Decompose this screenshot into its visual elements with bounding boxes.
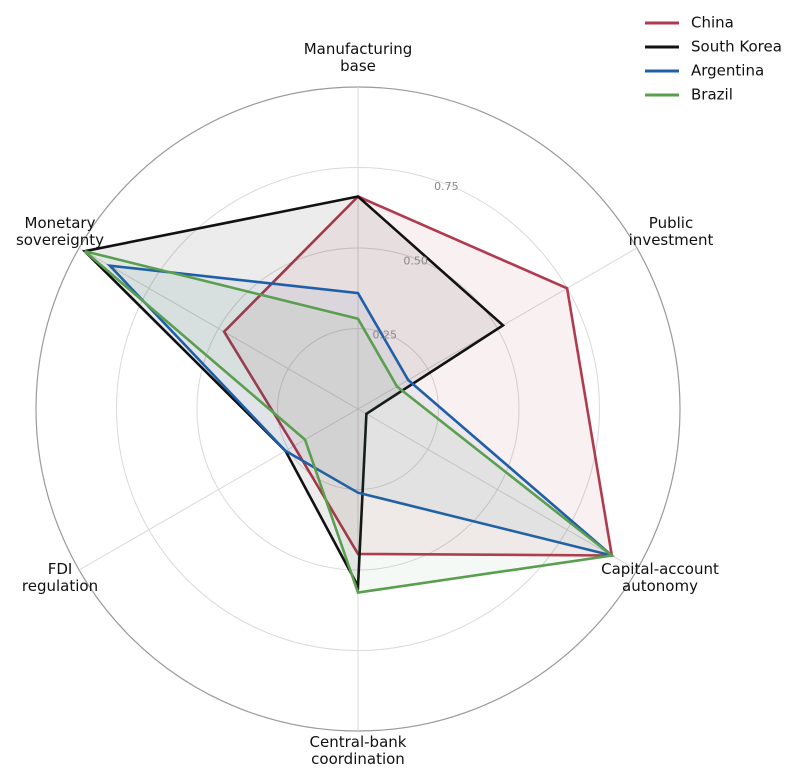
radial-ticks: 0.25 0.50 0.75 — [373, 180, 459, 342]
axis-label: Public — [649, 214, 693, 232]
axis-label: Capital-account — [601, 560, 719, 578]
axis-label: FDI — [48, 560, 73, 578]
axis-spoke — [78, 247, 359, 410]
axis-label: Monetary — [25, 214, 96, 232]
series-polygon-china — [222, 194, 614, 557]
grid — [35, 86, 681, 732]
axis-label: autonomy — [622, 577, 698, 595]
legend-label: Argentina — [691, 62, 764, 80]
series-area — [82, 194, 615, 594]
axis-label: coordination — [311, 750, 405, 768]
radial-tick-label: 0.25 — [373, 329, 398, 342]
legend-label: South Korea — [691, 38, 782, 56]
axis-label: Manufacturing — [304, 40, 413, 58]
legend-label: China — [691, 14, 734, 32]
axis-labels: ManufacturingbasePublicinvestmentCapital… — [16, 40, 719, 768]
series-polygon-argentina — [106, 264, 613, 557]
axis-spoke — [78, 408, 359, 571]
radial-tick-label: 0.50 — [403, 254, 428, 267]
radial-tick-label: 0.75 — [434, 180, 459, 193]
axis-label: Central-bank — [310, 733, 407, 751]
axis-label: regulation — [22, 577, 98, 595]
axis-spoke — [357, 408, 638, 571]
legend-label: Brazil — [691, 86, 733, 104]
axis-label: base — [340, 57, 376, 75]
axis-label: sovereignty — [16, 231, 104, 249]
axis-label: investment — [629, 231, 714, 249]
series-polygon-brazil — [83, 249, 615, 594]
